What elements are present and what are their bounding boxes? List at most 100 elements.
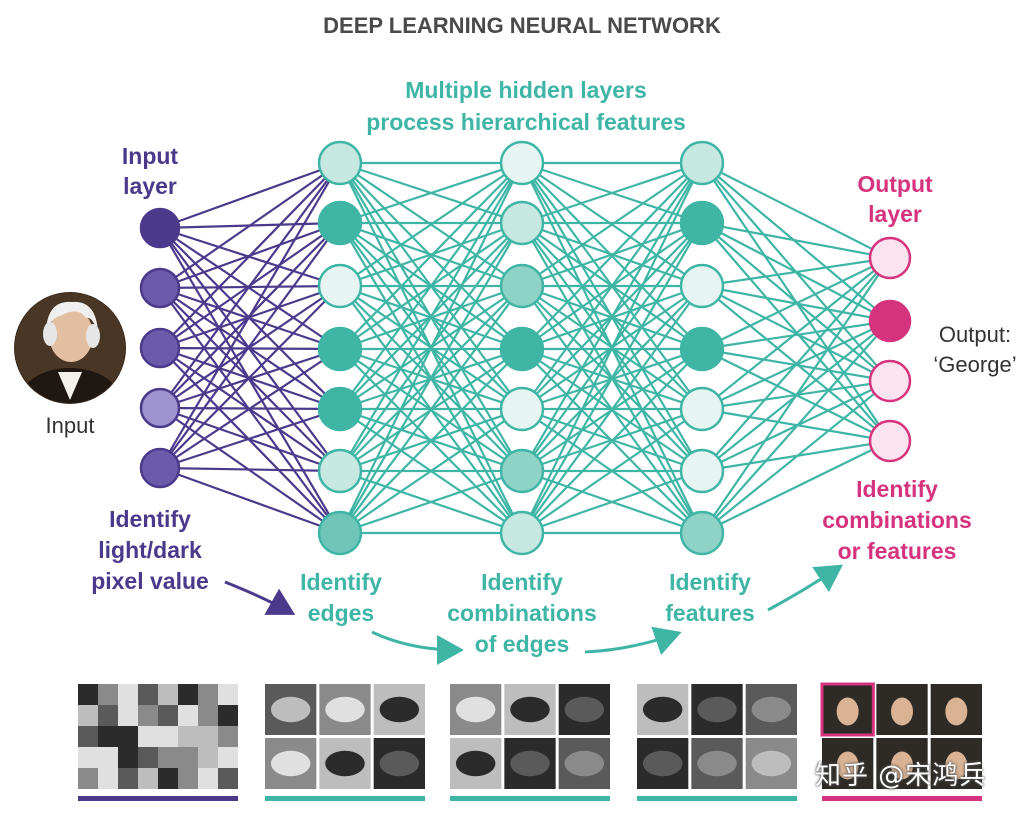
feature-tile-shape — [325, 750, 365, 777]
pixel-cell — [198, 747, 218, 768]
input-caption: Input — [46, 413, 95, 438]
input-node-5 — [139, 447, 181, 489]
input-description-line-1: Identify — [109, 506, 191, 532]
connection-hidden-3-2-to-output-1 — [701, 221, 891, 260]
feature-tile-shape — [751, 696, 792, 723]
connection-hidden-1-3-to-hidden-2-1 — [339, 162, 523, 287]
watermark: 知乎 @宋鸿兵 — [815, 761, 987, 791]
connection-input-3-to-hidden-1-1 — [159, 162, 341, 349]
feature-panel-combinations-of-edges — [450, 684, 610, 801]
feature-panel-edges — [265, 684, 425, 801]
feature-tile-shape — [945, 697, 968, 726]
pixel-cell — [178, 768, 198, 789]
hidden-1-description-line-1: Identify — [300, 569, 382, 595]
feature-tile-shape — [564, 750, 605, 777]
connection-hidden-2-7-to-hidden-3-3 — [521, 285, 703, 534]
feature-tile-shape — [891, 697, 913, 726]
output-description-line-2: combinations — [822, 507, 972, 533]
pixel-cell — [158, 726, 178, 747]
pixel-cell — [218, 684, 238, 705]
connection-input-3-to-hidden-1-4 — [159, 346, 341, 351]
connection-input-4-to-hidden-1-1 — [159, 162, 341, 409]
connection-hidden-3-6-to-output-1 — [701, 257, 891, 472]
feature-panel-underline — [822, 796, 982, 801]
connection-hidden-2-7-to-hidden-3-5 — [521, 408, 703, 534]
pixel-cell — [198, 768, 218, 789]
pixel-cell — [78, 768, 98, 789]
connection-hidden-1-7-to-hidden-2-5 — [339, 408, 523, 534]
feature-tile-shape — [945, 751, 968, 780]
output-node-1 — [868, 236, 912, 280]
connection-hidden-3-2-to-output-3 — [701, 222, 891, 382]
feature-tile-shape — [379, 696, 420, 723]
input-node-2 — [139, 267, 181, 309]
input-description-line-3: pixel value — [91, 568, 209, 594]
output-node-4 — [868, 419, 912, 463]
pixel-cell — [138, 684, 158, 705]
output-node-3 — [868, 359, 912, 403]
pixel-cell — [158, 747, 178, 768]
pixel-cell — [158, 684, 178, 705]
feature-tile-shape — [642, 696, 683, 723]
output-value-line-2: ‘George’ — [933, 352, 1016, 377]
hidden-3-node-6 — [679, 448, 725, 494]
hidden-1-description: Identify edges — [300, 569, 382, 626]
connection-hidden-1-5-to-hidden-2-1 — [339, 162, 523, 410]
feature-panel-underline — [450, 796, 610, 801]
output-description-line-3: or features — [838, 538, 957, 564]
connection-hidden-3-7-to-output-3 — [701, 380, 891, 534]
pixel-cell — [198, 726, 218, 747]
output-node-2 — [868, 299, 912, 343]
connection-hidden-3-3-to-output-1 — [701, 256, 891, 288]
hidden-3-description-line-2: features — [665, 600, 754, 626]
input-description-line-2: light/dark — [98, 537, 202, 563]
pixel-cell — [98, 726, 118, 747]
hidden-3-node-7 — [679, 510, 725, 556]
hidden-1-description-line-2: edges — [308, 600, 374, 626]
connection-hidden-2-7-to-hidden-3-1 — [521, 162, 703, 534]
hidden-layers-title-line-1: Multiple hidden layers — [405, 77, 647, 103]
pixel-cell — [218, 747, 238, 768]
input-node-1 — [139, 207, 181, 249]
pixel-cell — [98, 768, 118, 789]
connection-hidden-3-2-to-output-4 — [701, 222, 891, 442]
hidden-3-node-3 — [679, 263, 725, 309]
feature-tile-shape — [642, 750, 683, 777]
pixel-cell — [178, 726, 198, 747]
connection-hidden-3-7-to-output-4 — [701, 440, 891, 534]
connection-hidden-1-7-to-hidden-2-6 — [339, 469, 523, 535]
hidden-3-node-2 — [679, 200, 725, 246]
connection-hidden-1-7-to-hidden-2-3 — [339, 285, 523, 534]
hidden-2-node-1 — [499, 140, 545, 186]
feature-tile-shape — [455, 696, 496, 723]
hidden-2-description: Identify combinations of edges — [447, 569, 597, 657]
pixel-cell — [218, 726, 238, 747]
connection-hidden-1-7-to-hidden-2-4 — [339, 348, 523, 534]
network-nodes — [139, 140, 912, 556]
hidden-3-node-1 — [679, 140, 725, 186]
feature-tile-shape — [325, 696, 365, 723]
feature-tile-shape — [836, 751, 859, 780]
output-description-line-1: Identify — [856, 476, 938, 502]
output-description: Identify combinations or features — [822, 476, 972, 564]
arrow-edges-to-combinations — [371, 630, 464, 665]
hidden-1-node-1 — [317, 140, 363, 186]
connection-hidden-1-6-to-hidden-2-1 — [339, 162, 523, 472]
connection-hidden-3-1-to-output-1 — [701, 162, 891, 259]
connection-input-5-to-hidden-1-1 — [159, 162, 341, 469]
pixel-cell — [158, 705, 178, 726]
connection-hidden-3-7-to-output-2 — [701, 320, 891, 534]
hidden-1-node-2 — [317, 200, 363, 246]
arrow-combinations-to-features — [584, 626, 682, 656]
feature-tile-shape — [697, 750, 737, 777]
connection-input-1-to-hidden-1-4 — [159, 227, 341, 350]
hidden-2-description-line-3: of edges — [475, 631, 570, 657]
connection-input-5-to-hidden-1-6 — [159, 466, 341, 473]
connection-hidden-2-7-to-hidden-3-4 — [521, 348, 703, 534]
input-layer-label-line-2: layer — [123, 173, 177, 199]
pixel-cell — [138, 705, 158, 726]
pixel-cell — [138, 768, 158, 789]
pixel-cell — [98, 747, 118, 768]
